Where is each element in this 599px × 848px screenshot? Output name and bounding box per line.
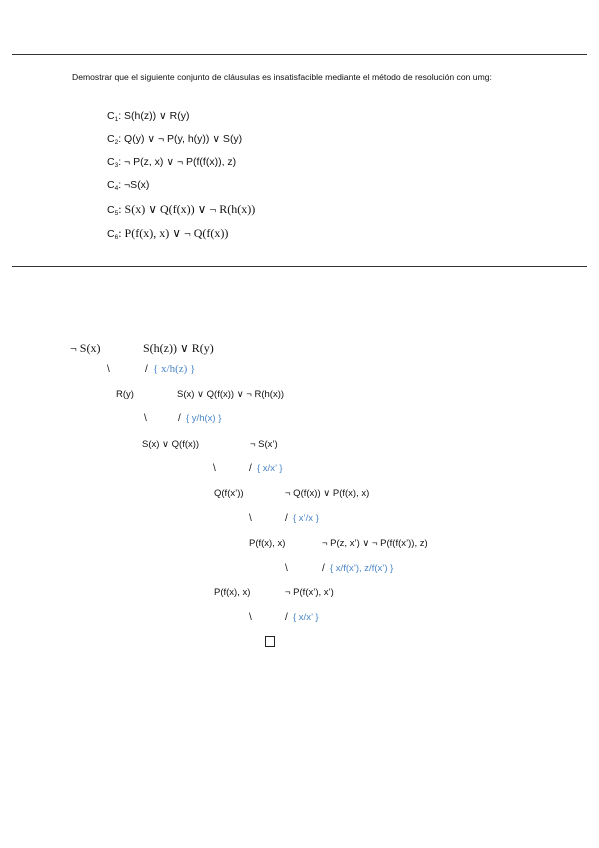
bottom-divider xyxy=(12,266,587,267)
clause-5: C5: S(x) ∨ Q(f(x)) ∨ ¬ R(h(x)) xyxy=(107,202,256,217)
problem-statement: Demostrar que el siguiente conjunto de c… xyxy=(72,72,492,82)
clause-3: C3: ¬ P(z, x) ∨ ¬ P(f(f(x)), z) xyxy=(107,156,237,169)
step-6-backslash: \ xyxy=(249,612,252,623)
clause-4: C4: ¬S(x) xyxy=(107,179,150,192)
step-3-left: S(x) ∨ Q(f(x)) xyxy=(142,439,200,450)
step-2-substitution: { y/h(x) } xyxy=(186,413,222,424)
step-3-backslash: \ xyxy=(213,463,216,474)
step-3-right: ¬ S(x’) xyxy=(250,439,278,450)
step-1-backslash: \ xyxy=(107,364,110,375)
step-4-backslash: \ xyxy=(249,513,252,524)
step-6-right: ¬ P(f(x’), x’) xyxy=(285,587,334,598)
top-divider xyxy=(12,54,587,55)
clause-6: C6: P(f(x), x) ∨ ¬ Q(f(x)) xyxy=(107,226,229,241)
step-4-slash: / xyxy=(285,513,288,524)
step-5-right: ¬ P(z, x’) ∨ ¬ P(f(f(x’)), z) xyxy=(322,538,428,549)
step-2-left: R(y) xyxy=(116,389,134,400)
step-4-substitution: { x’/x } xyxy=(293,513,319,524)
step-6-left: P(f(x), x) xyxy=(214,587,251,598)
step-1-right: S(h(z)) ∨ R(y) xyxy=(143,341,214,355)
step-5-slash: / xyxy=(322,563,325,574)
step-4-left: Q(f(x’)) xyxy=(214,488,244,499)
step-2-slash: / xyxy=(178,413,181,424)
clause-2: C2: Q(y) ∨ ¬ P(y, h(y)) ∨ S(y) xyxy=(107,133,243,146)
step-6-slash: / xyxy=(285,612,288,623)
step-5-backslash: \ xyxy=(285,563,288,574)
step-2-right: S(x) ∨ Q(f(x)) ∨ ¬ R(h(x)) xyxy=(177,389,285,400)
step-1-left: ¬ S(x) xyxy=(70,341,101,355)
step-5-left: P(f(x), x) xyxy=(249,538,286,549)
step-1-slash: / xyxy=(145,364,148,375)
step-2-backslash: \ xyxy=(144,413,147,424)
clause-1: C1: S(h(z)) ∨ R(y) xyxy=(107,110,190,123)
step-4-right: ¬ Q(f(x)) ∨ P(f(x), x) xyxy=(285,488,370,499)
step-3-slash: / xyxy=(249,463,252,474)
step-3-substitution: { x/x’ } xyxy=(257,463,283,474)
empty-clause-box xyxy=(265,636,275,647)
step-1-substitution: { x/h(z) } xyxy=(153,363,196,375)
step-5-substitution: { x/f(x’), z/f(x’) } xyxy=(330,563,394,574)
step-6-substitution: { x/x’ } xyxy=(293,612,319,623)
